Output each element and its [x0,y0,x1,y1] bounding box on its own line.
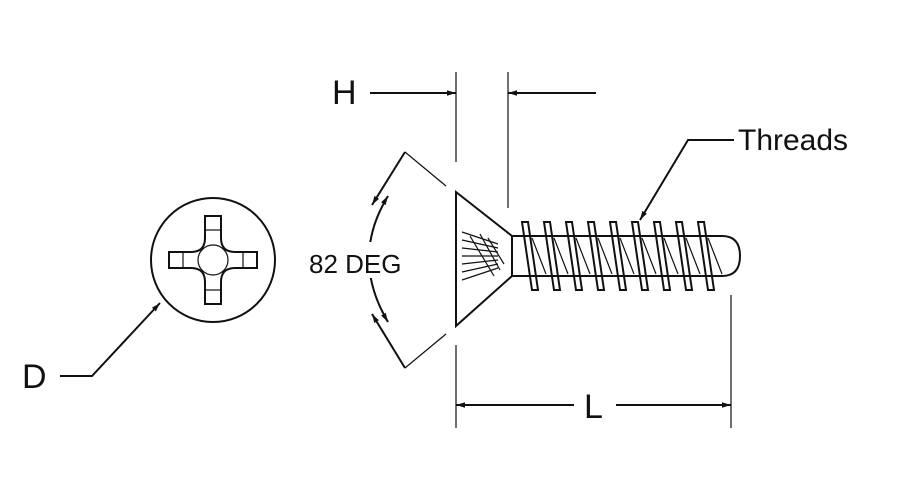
threads-callout: Threads [639,124,848,221]
thread-root [619,237,635,275]
screw-shank [512,235,742,277]
thread-crest [608,221,628,291]
thread-root [685,237,701,275]
thread-crest [630,221,650,291]
diameter-label: D [22,358,47,396]
thread-crest [674,221,694,291]
phillips-recess-icon [168,215,258,305]
head-height-label: H [332,74,357,112]
thread-root [553,237,569,275]
thread-crest [564,221,584,291]
thread-crest [696,221,716,291]
head-outline-circle [150,197,276,323]
thread-root [597,237,613,275]
head-height-dimension: H [332,72,596,208]
thread-root [531,237,547,275]
diameter-leader-line [60,302,161,377]
threads-label: Threads [738,124,848,157]
thread-crest [586,221,606,291]
length-dimension: L [455,295,732,428]
thread-root [663,237,679,275]
thread-crest [520,221,540,291]
thread-crest [652,221,672,291]
thread-crest [542,221,562,291]
thread-root [707,237,723,275]
countersink-angle-dimension: 82 DEG [305,151,447,369]
thread-root [575,237,591,275]
length-label: L [584,388,603,426]
screw-threads [520,221,723,291]
screw-side-view [455,189,742,329]
thread-root [641,237,657,275]
countersink-angle-label: 82 DEG [309,249,402,279]
head-end-view: D [22,197,276,396]
head-recess-hatch [461,231,505,281]
